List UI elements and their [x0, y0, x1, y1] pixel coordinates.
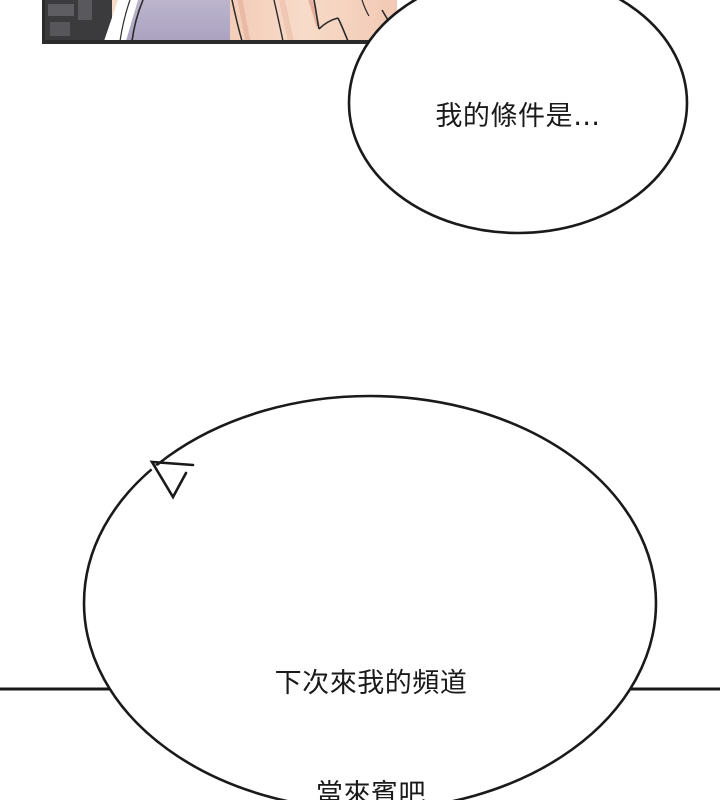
panel-bottom-border: [42, 40, 397, 44]
panel-contour-1: [231, 0, 243, 42]
panel-contour-2: [273, 0, 284, 42]
panel-contour-7: [361, 0, 370, 17]
speech-bubble-1-text: 我的條件是…: [435, 101, 601, 132]
speech-bubble-2: [82, 394, 658, 800]
panel-dark-block-highlight-2: [50, 22, 70, 36]
panel-garment-fold: [131, 0, 144, 42]
panel-garment-fold-2: [119, 0, 131, 42]
speech-bubble-2-text: 下次來我的頻道 當來賓吧: [85, 590, 657, 800]
speech-bubble-1: [347, 0, 689, 235]
panel-skin-region: [230, 0, 397, 41]
panel-contour-4: [318, 17, 339, 30]
panel-skin-shadow-1: [237, 0, 251, 42]
panel-left-border: [42, 0, 45, 44]
speech-bubble-2-line-2: 當來賓吧: [315, 779, 427, 800]
speech-bubble-2-line-1: 下次來我的頻道: [274, 667, 468, 699]
panel-skin-shadow-2: [279, 0, 294, 42]
panel-garment-lavender: [126, 0, 230, 41]
panel-dark-block-highlight: [48, 4, 74, 16]
panel-dark-block-highlight-3: [78, 0, 92, 20]
panel-contour-5: [337, 17, 349, 42]
cropped-comic-panel: [42, 0, 397, 44]
panel-artwork: [42, 0, 397, 44]
panel-white-wedge: [104, 0, 138, 41]
panel-contour-3: [313, 0, 320, 30]
speech-bubble-2-tail: [149, 460, 195, 500]
speech-bubble-2-tail-fill: [148, 464, 196, 498]
